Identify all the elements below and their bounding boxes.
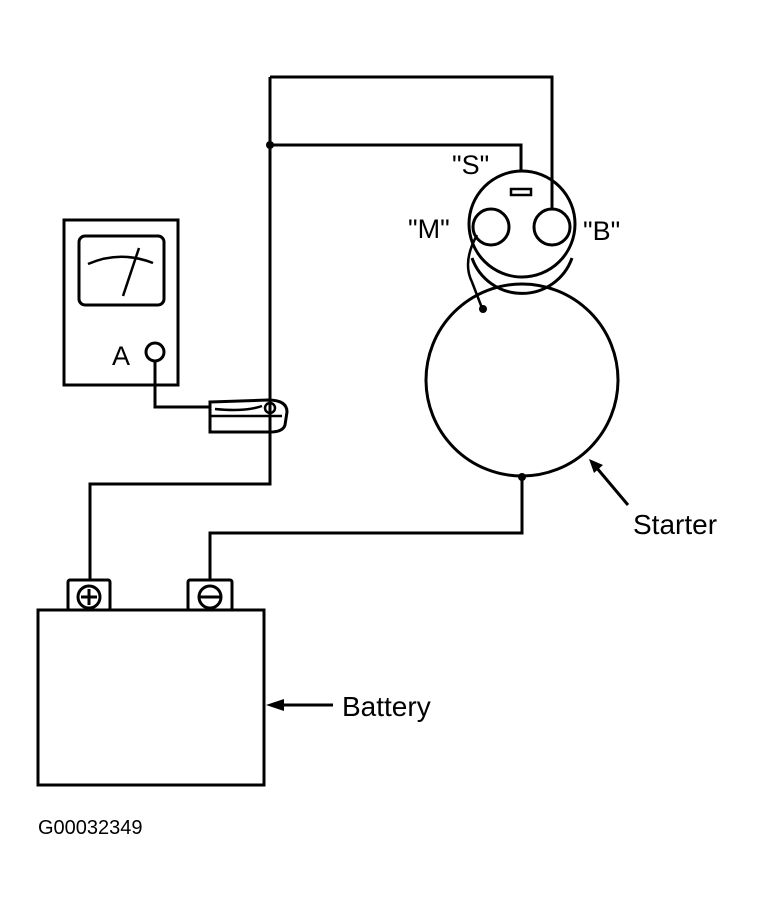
ammeter-scale-arc xyxy=(87,255,154,266)
m-terminal xyxy=(471,207,511,247)
wire-main-feed-vertical xyxy=(88,77,272,582)
m-terminal-lead xyxy=(466,234,484,309)
battery-arrowhead xyxy=(266,699,284,711)
ammeter-jack xyxy=(144,341,166,363)
ammeter-body xyxy=(62,218,180,387)
solenoid-body xyxy=(467,169,577,279)
ammeter-display xyxy=(77,234,166,307)
ammeter-label: A xyxy=(112,341,130,371)
m-lead-dot xyxy=(479,305,487,313)
starter-arrow xyxy=(594,466,630,506)
starter-solenoid: "S" "M" "B" xyxy=(408,77,620,279)
starter-label: Starter xyxy=(633,509,717,540)
s-terminal-tab xyxy=(509,187,533,197)
ammeter-lead xyxy=(153,361,213,409)
battery xyxy=(36,578,266,787)
battery-body xyxy=(36,608,266,787)
m-terminal-label: "M" xyxy=(408,214,450,244)
ammeter: A xyxy=(62,218,180,387)
clamp-probe xyxy=(208,380,289,440)
s-terminal-label: "S" xyxy=(452,150,489,180)
ammeter-needle xyxy=(121,247,141,297)
junction-dot xyxy=(266,141,274,149)
b-terminal xyxy=(532,207,572,247)
figure-id: G00032349 xyxy=(38,817,143,839)
b-terminal-label: "B" xyxy=(583,216,620,246)
starter-arrowhead xyxy=(589,459,603,473)
battery-label: Battery xyxy=(342,691,431,722)
starter-body xyxy=(424,282,620,478)
wire-starter-to-battery-negative xyxy=(208,477,524,582)
